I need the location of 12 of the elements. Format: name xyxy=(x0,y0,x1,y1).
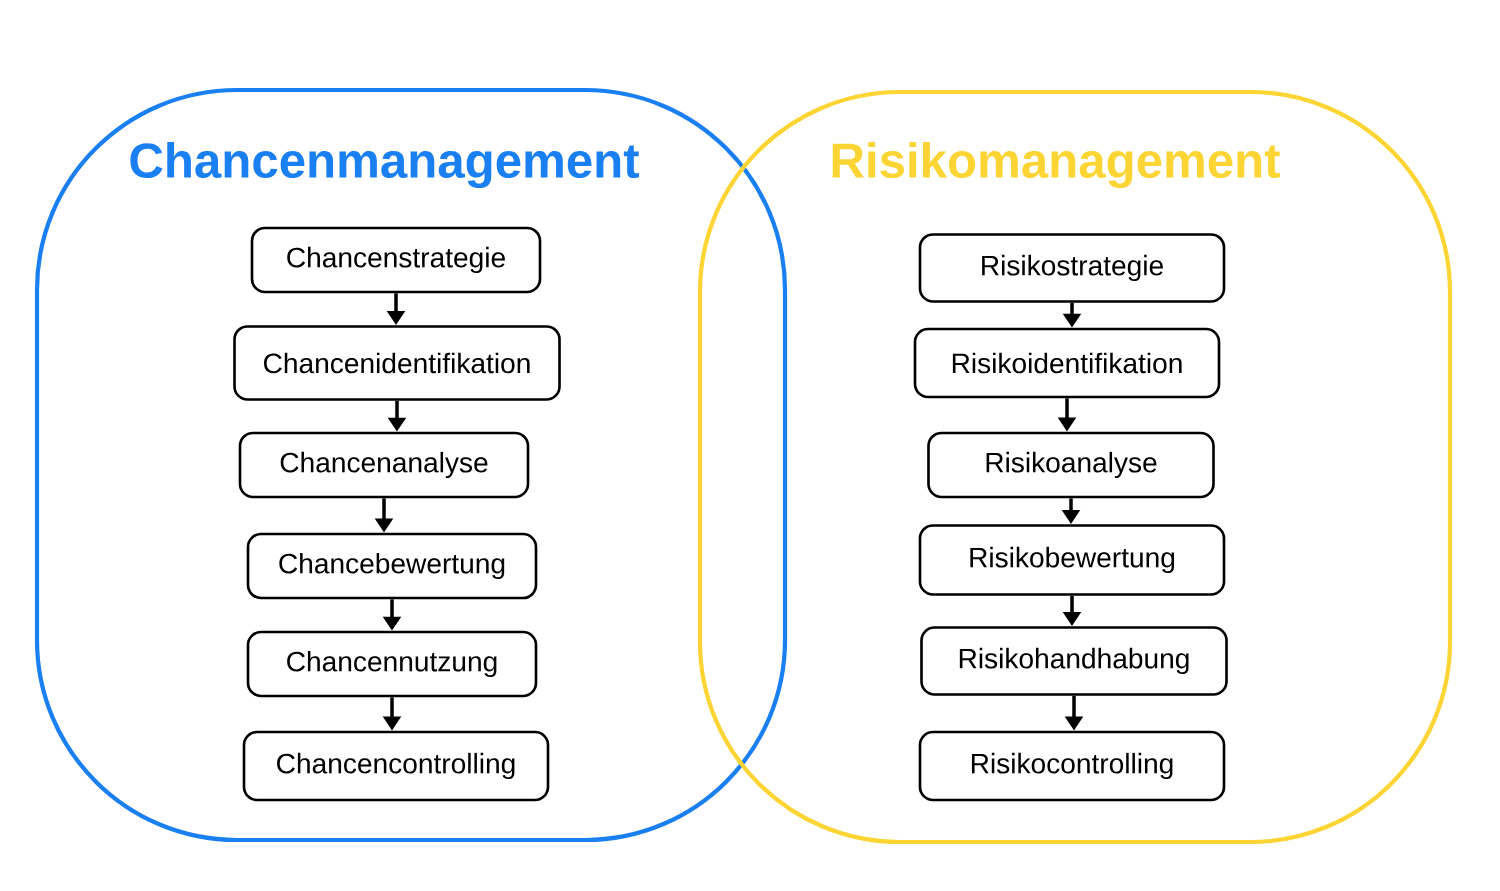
process-box: Risikoanalyse xyxy=(927,431,1215,499)
process-box: Chancenidentifikation xyxy=(233,325,561,401)
process-box: Chancencontrolling xyxy=(242,730,550,802)
process-box: Risikostrategie xyxy=(918,233,1226,303)
process-box: Risikohandhabung xyxy=(920,626,1228,696)
process-box: Chancenanalyse xyxy=(238,431,530,499)
process-box: Risikobewertung xyxy=(918,524,1226,596)
process-box: Risikocontrolling xyxy=(918,730,1226,802)
process-box: Chancenstrategie xyxy=(250,226,542,294)
process-box: Risikoidentifikation xyxy=(913,327,1221,399)
process-box: Chancebewertung xyxy=(246,532,538,600)
process-box: Chancennutzung xyxy=(246,630,538,698)
